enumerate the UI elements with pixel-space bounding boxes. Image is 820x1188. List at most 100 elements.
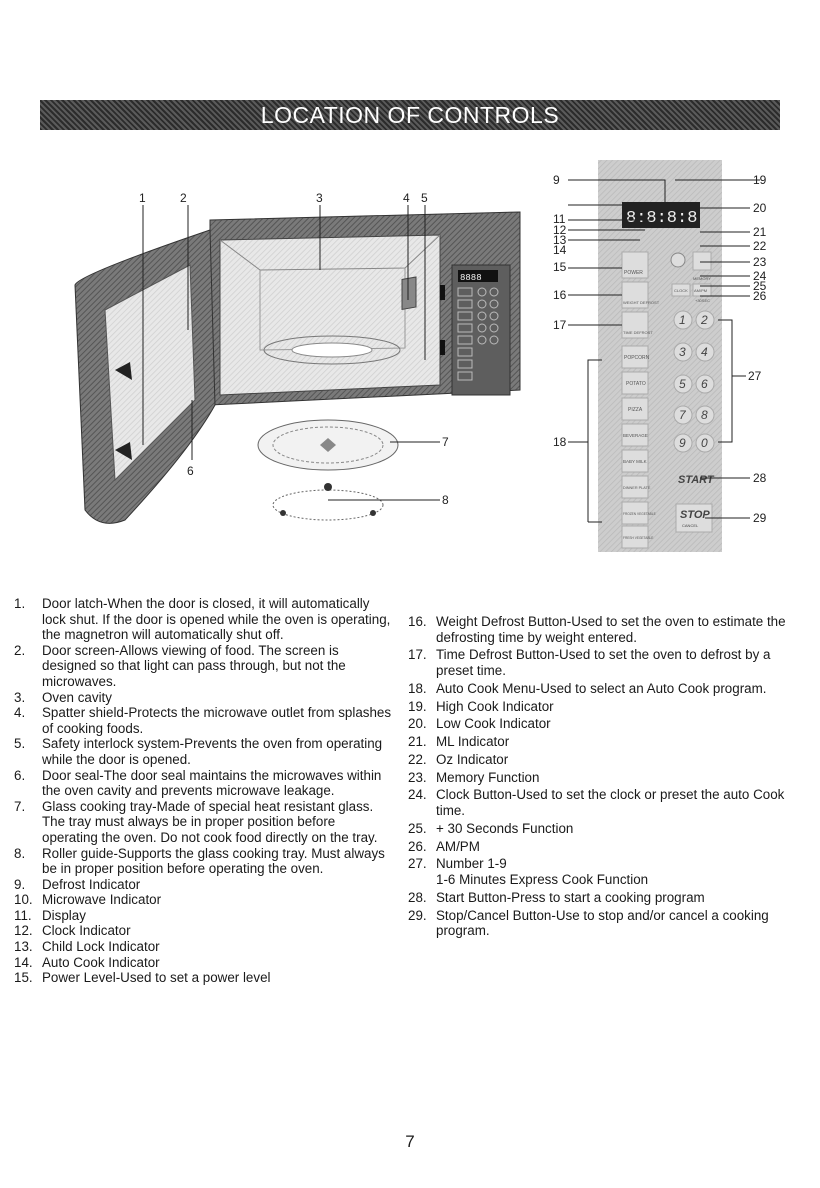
item-text: Door screen-Allows viewing of food. The … [42,643,346,689]
callout-9: 9 [553,173,560,187]
num-2: 2 [700,313,708,327]
item-number: 5. [14,736,25,752]
btn-power-label: POWER [624,270,643,276]
description-item: 22. Oz Indicator [408,752,794,768]
item-number: 17. [408,647,427,663]
description-item: 7. Glass cooking tray-Made of special hea… [14,799,392,846]
item-text: AM/PM [436,839,480,854]
item-text: Memory Function [436,770,539,785]
item-number: 6. [14,768,25,784]
panel-display-text: 8:8:8:8 [626,209,697,228]
item-text: Weight Defrost Button-Used to set the ov… [436,614,786,645]
callout-21: 21 [753,225,767,239]
btn-popcorn-label: POPCORN [624,355,650,361]
start-label: START [678,474,715,486]
item-text: Child Lock Indicator [42,939,160,954]
item-number: 11. [14,908,32,924]
item-text: Roller guide-Supports the glass cooking … [42,846,385,877]
callout-14: 14 [553,243,567,257]
btn-ampm-label: AM/PM [694,288,707,293]
callout-29: 29 [753,511,767,525]
callout-17: 17 [553,318,567,332]
item-text: + 30 Seconds Function [436,821,573,836]
description-item: 8. Roller guide-Supports the glass cookin… [14,846,392,877]
num-5: 5 [679,377,686,391]
item-number: 7. [14,799,25,815]
callout-3: 3 [316,191,323,205]
item-number: 4. [14,705,25,721]
callout-2: 2 [180,191,187,205]
description-item: 10. Microwave Indicator [14,892,392,908]
callout-5: 5 [421,191,428,205]
callout-19: 19 [753,173,767,187]
item-text: Auto Cook Menu-Used to select an Auto Co… [436,681,766,696]
callout-27: 27 [748,369,762,383]
section-title: LOCATION OF CONTROLS [261,102,559,129]
item-text: Glass cooking tray-Made of special heat … [42,799,377,845]
item-number: 10. [14,892,33,908]
item-number: 18. [408,681,427,697]
callout-20: 20 [753,201,767,215]
description-item: 12.Clock Indicator [14,923,392,939]
callout-4: 4 [403,191,410,205]
item-number: 3. [14,690,25,706]
btn-memory-label: MEMORY [693,276,711,281]
description-item: 1.Door latch-When the door is closed, it… [14,596,392,643]
item-number: 22. [408,752,427,768]
oven-illustration: 8888 1 2 3 4 5 6 7 8 [70,190,530,550]
description-item: 28.Start Button-Press to start a cooking… [408,890,794,906]
item-text: Time Defrost Button-Used to set the oven… [436,647,770,678]
roller-guide [273,490,383,520]
btn-frozen-vegetable-label: FROZEN VEGETABLE [623,512,656,516]
num-8: 8 [701,408,708,422]
stop-label: STOP [680,509,710,521]
description-item: 15.Power Level-Used to set a power level [14,970,392,986]
item-number: 16. [408,614,427,630]
btn-dinner-plate-label: DINNER PLATE [623,486,651,490]
callout-22: 22 [753,239,767,253]
callout-7: 7 [442,435,449,449]
item-number: 8. [14,846,25,862]
item-text: Number 1-9 1-6 Minutes Express Cook Func… [436,856,648,887]
item-number: 27. [408,856,427,872]
item-text: Power Level-Used to set a power level [42,970,271,985]
item-text: Clock Indicator [42,923,131,938]
callout-28: 28 [753,471,767,485]
item-number: 29. [408,908,427,924]
callout-23: 23 [753,255,767,269]
item-text: Microwave Indicator [42,892,161,907]
item-number: 9. [14,877,25,893]
description-item: 6. Door seal-The door seal maintains the … [14,768,392,799]
callout-6: 6 [187,464,194,478]
right-description-list: 16. Weight Defrost Button-Used to set the… [408,614,794,941]
cancel-label: CANCEL [682,523,699,528]
description-item: 11. Display [14,908,392,924]
item-text: Safety interlock system-Prevents the ove… [42,736,382,767]
item-text: High Cook Indicator [436,699,554,714]
btn-weight-defrost-label: WEIGHT DEFROST [623,300,660,305]
num-1: 1 [679,313,686,327]
item-number: 26. [408,839,427,855]
item-number: 23. [408,770,427,786]
description-item: 17. Time Defrost Button-Used to set the o… [408,647,794,678]
page-number: 7 [0,1132,820,1152]
item-text: Display [42,908,86,923]
item-number: 1. [14,596,25,612]
control-panel-illustration: 8:8:8:8 POWER WEIGHT DEFROST TIME DEFROS… [550,160,780,555]
callout-8: 8 [442,493,449,507]
btn-time-defrost-label: TIME DEFROST [623,330,653,335]
description-item: 5. Safety interlock system-Prevents the o… [14,736,392,767]
left-description-list: 1.Door latch-When the door is closed, it… [14,596,392,986]
description-item: 24.Clock Button-Used to set the clock or… [408,787,794,818]
callout-18: 18 [553,435,567,449]
oven-display-text: 8888 [460,273,482,283]
description-item: 26. AM/PM [408,839,794,855]
item-text: Oz Indicator [436,752,508,767]
description-item: 20.Low Cook Indicator [408,716,794,732]
item-text: Auto Cook Indicator [42,955,160,970]
btn-baby-milk-label: BABY MILK [623,459,647,464]
item-text: Spatter shield-Protects the microwave ou… [42,705,391,736]
item-text: Stop/Cancel Button-Use to stop and/or ca… [436,908,769,939]
item-text: Door seal-The door seal maintains the mi… [42,768,381,799]
item-number: 28. [408,890,427,906]
